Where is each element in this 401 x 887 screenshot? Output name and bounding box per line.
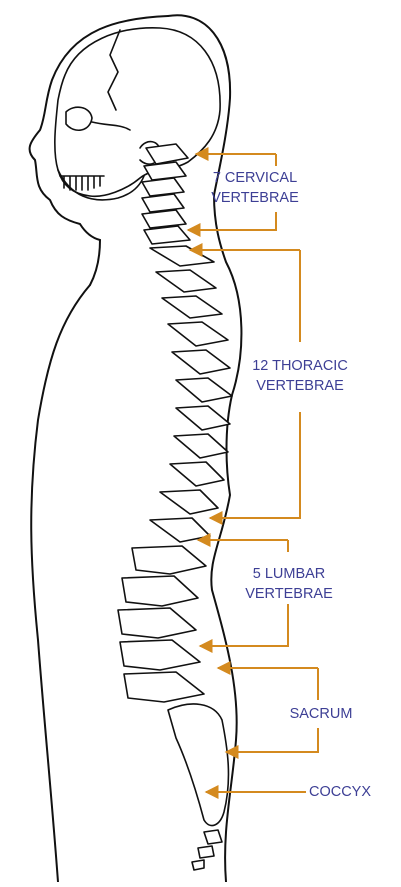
sacrum-bone [168, 704, 228, 826]
cheekbone [92, 122, 130, 130]
thoracic-label: 12 THORACIC VERTEBRAE [248, 356, 352, 396]
skull-outline [55, 28, 220, 196]
eye-socket [66, 107, 92, 130]
neck-front-outline [90, 240, 100, 285]
lumbar-label: 5 LUMBAR VERTEBRAE [238, 564, 340, 604]
coccyx-bone [192, 830, 222, 870]
skull-suture [108, 30, 120, 110]
lumbar-label-line1: 5 LUMBAR [238, 564, 340, 584]
thoracic-label-line1: 12 THORACIC [248, 356, 352, 376]
cervical-label: 7 CERVICAL VERTEBRAE [200, 168, 310, 208]
sacrum-label: SACRUM [276, 704, 366, 724]
lumbar-label-line2: VERTEBRAE [238, 584, 340, 604]
body-front-outline [31, 285, 90, 882]
cervical-label-line2: VERTEBRAE [200, 188, 310, 208]
cervical-label-line1: 7 CERVICAL [200, 168, 310, 188]
thoracic-label-line2: VERTEBRAE [248, 376, 352, 396]
coccyx-label: COCCYX [300, 782, 380, 802]
